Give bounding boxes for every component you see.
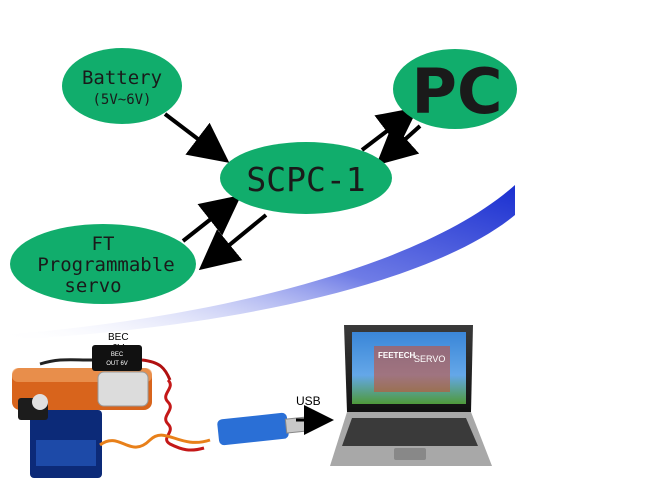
bec-label: BEC: [108, 332, 129, 343]
node-battery: Battery (5V~6V): [62, 48, 182, 124]
scpc-label: SCPC-1: [246, 160, 365, 199]
battery-pack: [12, 368, 152, 410]
servo-line-1: FT: [92, 233, 115, 255]
servo-line-3: servo: [64, 275, 121, 297]
servo-wire: [99, 433, 211, 449]
laptop-touchpad: [394, 448, 426, 460]
blue-swoosh: [0, 185, 515, 340]
arrow-scpc-to-servo: [198, 213, 268, 271]
battery-title: Battery: [82, 67, 162, 89]
servo-unit: [18, 394, 102, 478]
usb-label: USB: [296, 394, 321, 408]
laptop: FEETECH SERVO: [330, 325, 492, 466]
node-servo: FT Programmable servo: [10, 224, 196, 304]
node-scpc: SCPC-1: [220, 142, 392, 214]
hardware-photo: BEC 6V BEC OUT 6V USB: [12, 325, 492, 478]
arrow-servo-to-scpc: [181, 195, 242, 243]
screen-brand: FEETECH: [378, 351, 416, 360]
arrow-pc-to-scpc: [376, 123, 422, 166]
usb-dongle: [217, 412, 310, 446]
battery-subtitle: (5V~6V): [92, 92, 151, 108]
arrow-battery-to-scpc: [163, 112, 230, 163]
screen-word: SERVO: [414, 354, 445, 364]
bec-box-line1: BEC: [111, 352, 124, 358]
bec-module: BEC 6V BEC OUT 6V: [39, 332, 172, 381]
coiled-wire: [164, 378, 205, 452]
servo-line-2: Programmable: [37, 254, 174, 276]
pc-label: PC: [412, 55, 503, 128]
laptop-keyboard: [342, 418, 478, 446]
arrow-scpc-to-pc: [360, 107, 419, 152]
node-pc: PC: [393, 49, 517, 129]
bec-box-line2: OUT 6V: [106, 361, 128, 367]
